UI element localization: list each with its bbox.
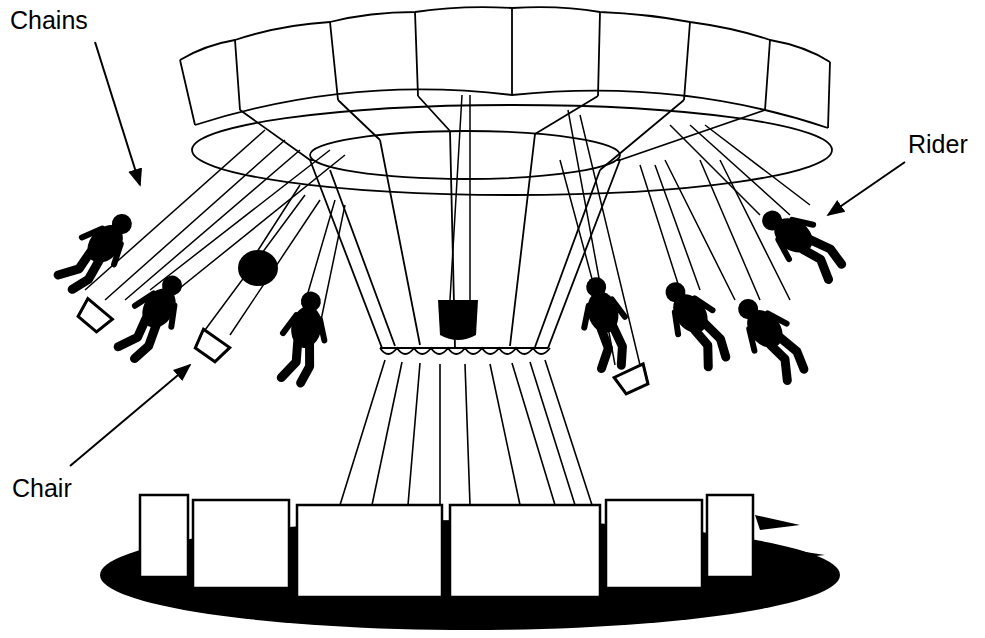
- riders-part: [751, 198, 850, 285]
- canopy-cone-part: [380, 348, 550, 354]
- riders-part: [614, 364, 651, 396]
- chains-part: [450, 95, 470, 300]
- part-label: Chair: [12, 476, 72, 501]
- ride-base-part-part: [297, 505, 442, 597]
- ride-base-part-part: [140, 495, 188, 577]
- leader-arrows-part: [828, 162, 905, 215]
- canopy-cone-part: [380, 347, 548, 349]
- leader-arrows-part: [70, 365, 190, 466]
- ride-base-part-part: [450, 505, 600, 597]
- canopy-rim: [180, 7, 832, 195]
- chains-part: [640, 160, 735, 300]
- canopy-cone-part: [330, 131, 600, 348]
- riders-part: [192, 329, 230, 364]
- riders: [52, 198, 850, 395]
- canopy-cone: [310, 131, 620, 354]
- ride-base: [100, 495, 840, 630]
- riders-part: [275, 288, 332, 386]
- ride-base-part: [140, 495, 753, 597]
- riders-part: [438, 300, 478, 340]
- riders-part: [652, 272, 739, 371]
- riders-part: [238, 250, 278, 286]
- center-pole-part: [340, 360, 592, 505]
- center-pole: [340, 360, 592, 505]
- canopy-rim-part: [180, 7, 830, 62]
- chains-part: [85, 130, 300, 300]
- canopy-rim-part: [195, 89, 828, 128]
- leader-arrows-part: [95, 42, 140, 185]
- riders-part: [725, 288, 816, 385]
- riders-part: [112, 266, 194, 367]
- part-label: Chains: [10, 8, 88, 33]
- leader-arrows: [70, 42, 905, 466]
- part-label: Rider: [908, 132, 968, 157]
- chains-part: [150, 150, 345, 300]
- ride-base-part-part: [606, 500, 702, 588]
- ride-base-part: [755, 515, 825, 562]
- ride-base-part-part: [193, 500, 289, 588]
- riders-part: [52, 202, 143, 299]
- riders-part: [572, 272, 636, 372]
- canopy-rim-part: [180, 8, 830, 128]
- canopy-rim-part: [192, 105, 832, 195]
- canopy-cone-part: [310, 160, 620, 348]
- ride-base-part-part: [707, 495, 753, 577]
- riders-part: [75, 299, 112, 335]
